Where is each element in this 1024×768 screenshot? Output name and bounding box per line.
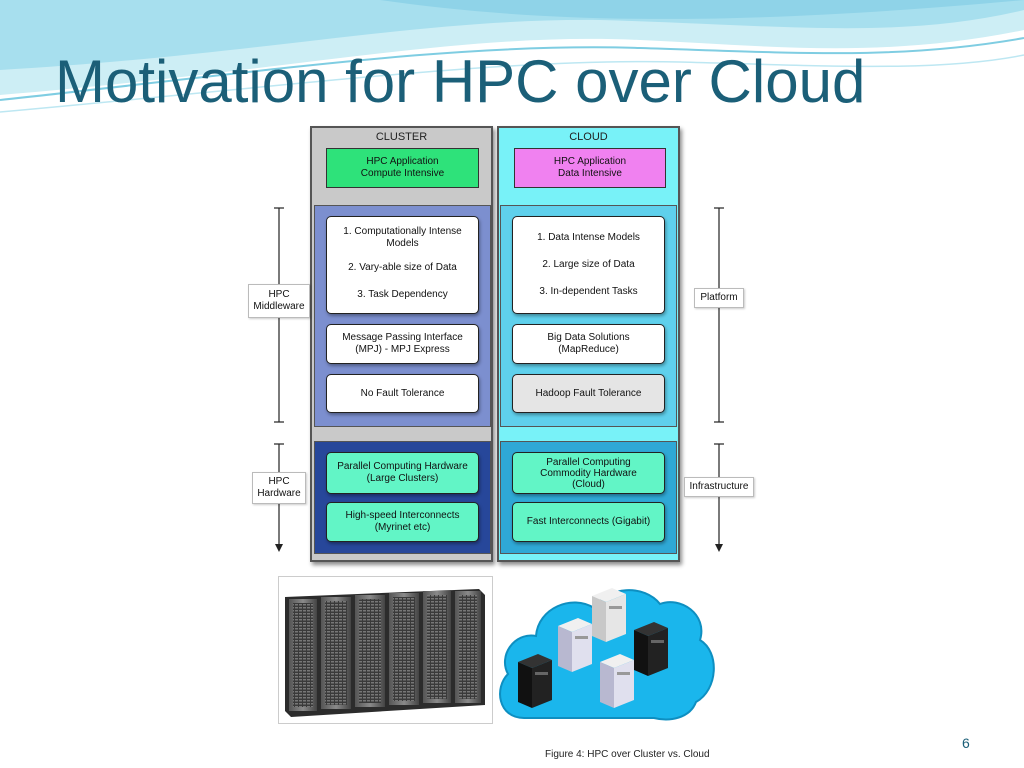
cloud-fault-box: Hadoop Fault Tolerance <box>512 374 665 413</box>
cluster-app-line2: Compute Intensive <box>360 168 445 179</box>
cluster-fault-text: No Fault Tolerance <box>360 387 445 399</box>
cloud-hw-line3: (Cloud) <box>572 478 605 490</box>
server-tower-1 <box>592 588 626 642</box>
hpc-middleware-line2: Middleware <box>253 301 305 312</box>
server-rack-illustration <box>285 589 485 717</box>
figure-caption: Figure 4: HPC over Cluster vs. Cloud <box>545 749 710 760</box>
cloud-header: CLOUD <box>569 131 608 143</box>
cluster-mpi-line2: (MPJ) - MPJ Express <box>355 344 450 355</box>
hpc-hardware-line1: HPC <box>268 476 290 487</box>
server-tower-4 <box>518 654 552 708</box>
hpc-hardware-line2: Hardware <box>257 488 301 499</box>
server-rack-image <box>278 576 493 724</box>
server-tower-2 <box>558 618 592 672</box>
cloud-bigdata-box: Big Data Solutions (MapReduce) <box>512 324 665 364</box>
server-tower-3 <box>634 622 668 676</box>
cloud-app-line2: Data Intensive <box>558 168 622 179</box>
cluster-req-1a: 1. Computationally Intense <box>343 226 462 237</box>
cluster-hardware-box: Parallel Computing Hardware (Large Clust… <box>326 452 479 494</box>
platform-label-text: Platform <box>700 292 738 303</box>
background-waves <box>0 0 1024 113</box>
cluster-hw-line2: (Large Clusters) <box>366 473 439 484</box>
slide-title: Motivation for HPC over Cloud <box>55 48 866 115</box>
cluster-interconnect-box: High-speed Interconnects (Myrinet etc) <box>326 502 479 542</box>
cloud-hardware-box: Parallel Computing Commodity Hardware (C… <box>512 452 665 494</box>
cloud-bigdata-line2: (MapReduce) <box>558 344 619 355</box>
cloud-req-2: 2. Large size of Data <box>542 259 635 270</box>
cluster-req-2: 2. Vary-able size of Data <box>348 262 457 273</box>
cloud-hw-line1: Parallel Computing <box>546 456 631 468</box>
hpc-hardware-label: HPC Hardware <box>252 472 306 504</box>
cloud-interconnect-box: Fast Interconnects (Gigabit) <box>512 502 665 542</box>
cloud-req-3: 3. In-dependent Tasks <box>539 286 638 297</box>
left-brackets <box>274 207 284 552</box>
cluster-header: CLUSTER <box>375 131 428 143</box>
right-brackets <box>714 207 724 552</box>
cloud-requirements-box: 1. Data Intense Models 2. Large size of … <box>512 216 665 314</box>
cluster-fault-box: No Fault Tolerance <box>326 374 479 413</box>
infrastructure-label-text: Infrastructure <box>689 481 749 492</box>
page-number: 6 <box>962 735 970 751</box>
cloud-bigdata-line1: Big Data Solutions <box>547 332 630 343</box>
cluster-mpi-box: Message Passing Interface (MPJ) - MPJ Ex… <box>326 324 479 364</box>
cluster-mpi-line1: Message Passing Interface <box>342 332 463 343</box>
cloud-app-box: HPC Application Data Intensive <box>514 148 666 188</box>
cluster-requirements-box: 1. Computationally Intense Models 2. Var… <box>326 216 479 314</box>
cluster-app-box: HPC Application Compute Intensive <box>326 148 479 188</box>
server-tower-5 <box>600 654 634 708</box>
cloud-app-line1: HPC Application <box>553 156 627 167</box>
cluster-app-line1: HPC Application <box>366 156 439 167</box>
cluster-ic-line1: High-speed Interconnects <box>345 510 460 521</box>
cluster-req-3: 3. Task Dependency <box>357 289 448 300</box>
platform-label: Platform <box>694 288 744 308</box>
cloud-servers-image <box>499 588 715 721</box>
cluster-hw-line1: Parallel Computing Hardware <box>337 461 468 472</box>
cloud-hw-line2: Commodity Hardware <box>540 467 637 479</box>
infrastructure-label: Infrastructure <box>684 477 754 497</box>
cloud-req-1: 1. Data Intense Models <box>537 232 640 243</box>
cluster-req-1b: Models <box>386 238 419 249</box>
cloud-ic-text: Fast Interconnects (Gigabit) <box>526 516 651 527</box>
hpc-middleware-line1: HPC <box>268 289 290 300</box>
cloud-fault-text: Hadoop Fault Tolerance <box>535 387 642 399</box>
hpc-middleware-label: HPC Middleware <box>248 284 310 318</box>
cluster-ic-line2: (Myrinet etc) <box>374 522 431 533</box>
